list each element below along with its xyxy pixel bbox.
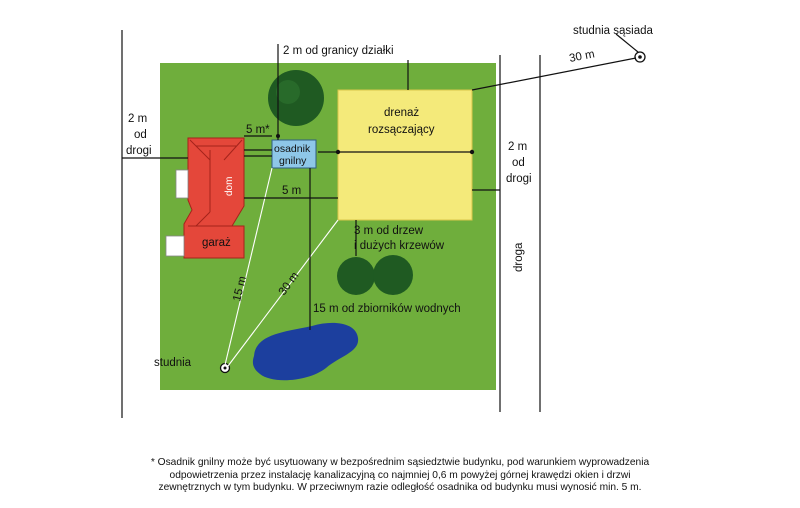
dist-30m-neighbor-label: 30 m xyxy=(568,48,595,65)
garage-entrance xyxy=(165,235,185,257)
footnote-line-2: odpowietrzenia przez instalację kanaliza… xyxy=(169,469,631,481)
junction-1 xyxy=(335,149,341,155)
footnote-line-3: zewnętrznych w tym budynku. W przeciwnym… xyxy=(158,482,642,493)
septic-tank-label-2: gnilny xyxy=(279,155,307,167)
trees-label-2: i dużych krzewów xyxy=(354,240,445,252)
junction-2 xyxy=(469,149,475,155)
footnote: * Osadnik gnilny może być usytuowany w b… xyxy=(120,457,680,495)
trees-label-1: 3 m od drzew xyxy=(354,225,424,237)
neighbor-well-icon-dot xyxy=(638,55,642,59)
tree-middle-2 xyxy=(373,255,413,295)
drainage-label-1: drenaż xyxy=(384,107,419,119)
drainage-field xyxy=(337,89,473,221)
dist-5m-label: 5 m xyxy=(282,185,301,197)
house-roof-hip-1 xyxy=(189,139,211,161)
garage-label: garaż xyxy=(202,237,231,249)
drainage-label-2: rozsączający xyxy=(368,124,435,136)
neighbor-well-label: studnia sąsiada xyxy=(573,25,654,37)
left-road-label-3: drogi xyxy=(126,145,152,157)
house-roof-hip-3 xyxy=(195,211,211,227)
septic-tank-label-1: osadnik xyxy=(274,143,311,155)
water-bodies-label: 15 m od zbiorników wodnych xyxy=(313,303,461,315)
well-label: studnia xyxy=(154,357,192,369)
house-label: dom xyxy=(224,177,235,196)
house-porch xyxy=(175,169,189,199)
line-30m xyxy=(227,219,339,367)
dist-5m-star-label: 5 m* xyxy=(246,124,270,136)
left-road-label-2: od xyxy=(134,129,147,141)
tree-middle-1 xyxy=(337,257,375,295)
right-road-label-2: od xyxy=(512,157,525,169)
footnote-line-1: * Osadnik gnilny może być usytuowany w b… xyxy=(150,457,650,468)
house xyxy=(183,137,245,259)
tree-top-hl xyxy=(276,80,300,104)
line-15m xyxy=(224,167,273,366)
septic-tank xyxy=(271,139,317,169)
left-road-label-1: 2 m xyxy=(128,113,147,125)
road-label: droga xyxy=(513,242,525,272)
well-icon-dot xyxy=(223,366,227,370)
line-30m-neighbor xyxy=(471,57,637,91)
junction-3 xyxy=(276,134,280,138)
right-road-label-1: 2 m xyxy=(508,141,527,153)
house-roof-hip-2 xyxy=(223,139,243,161)
plot-border-label: 2 m od granicy działki xyxy=(283,45,394,57)
neighbor-well-leader xyxy=(615,33,639,53)
pond xyxy=(252,322,359,381)
right-road-label-3: drogi xyxy=(506,173,532,185)
